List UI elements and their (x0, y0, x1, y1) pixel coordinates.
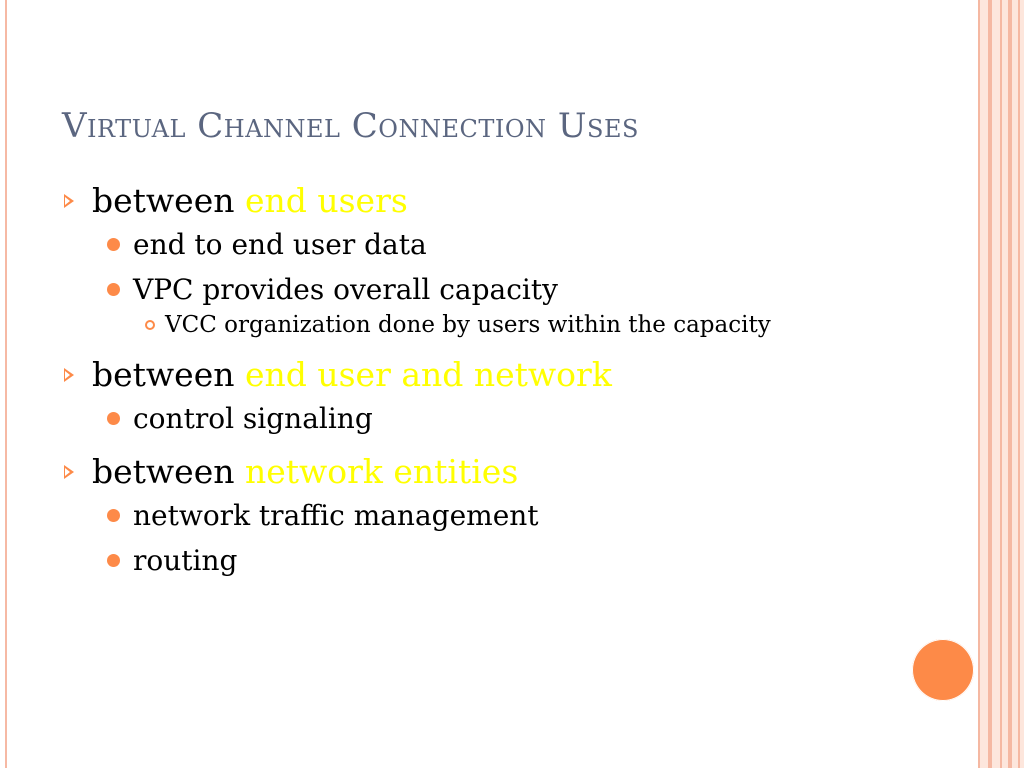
bullet-item-level3: VCC organization done by users within th… (62, 306, 962, 344)
right-stripe (978, 0, 980, 768)
filled-circle-bullet-icon (107, 283, 120, 296)
bullet-highlight: end users (244, 181, 408, 220)
filled-circle-bullet-icon (107, 412, 120, 425)
ring-bullet-icon (145, 320, 155, 330)
bullet-highlight: network entities (244, 452, 519, 491)
arrowhead-bullet-icon (64, 368, 74, 382)
bullet-list: between end users end to end user data V… (62, 180, 962, 583)
bullet-item-level1: between network entities (62, 451, 962, 493)
bullet-text: end to end user data (133, 228, 427, 261)
bullet-item-level2: VPC provides overall capacity (62, 267, 962, 312)
left-border-line (0, 0, 7, 768)
bullet-text: routing (133, 544, 238, 577)
arrowhead-bullet-icon (64, 194, 74, 208)
bullet-item-level2: end to end user data (62, 222, 962, 267)
right-stripe (1000, 0, 1002, 768)
arrowhead-bullet-icon (64, 465, 74, 479)
bullet-text: VPC provides overall capacity (133, 273, 558, 306)
bullet-item-level2: control signaling (62, 396, 962, 441)
bullet-text: between (92, 355, 245, 394)
bullet-text: VCC organization done by users within th… (165, 312, 771, 338)
bullet-highlight: end user and network (244, 355, 612, 394)
bullet-text: control signaling (133, 402, 373, 435)
decorative-circle-icon (912, 639, 974, 701)
bullet-item-level2: routing (62, 538, 962, 583)
bullet-item-level1: between end users (62, 180, 962, 222)
bullet-item-level2: network traffic management (62, 493, 962, 538)
filled-circle-bullet-icon (107, 238, 120, 251)
right-stripe (1018, 0, 1020, 768)
bullet-text: network traffic management (133, 499, 539, 532)
slide-title: Virtual Channel Connection Uses (62, 106, 639, 146)
bullet-text: between (92, 181, 245, 220)
right-stripe (988, 0, 992, 768)
filled-circle-bullet-icon (107, 509, 120, 522)
filled-circle-bullet-icon (107, 554, 120, 567)
bullet-text: between (92, 452, 245, 491)
right-stripe (1008, 0, 1012, 768)
bullet-item-level1: between end user and network (62, 354, 962, 396)
